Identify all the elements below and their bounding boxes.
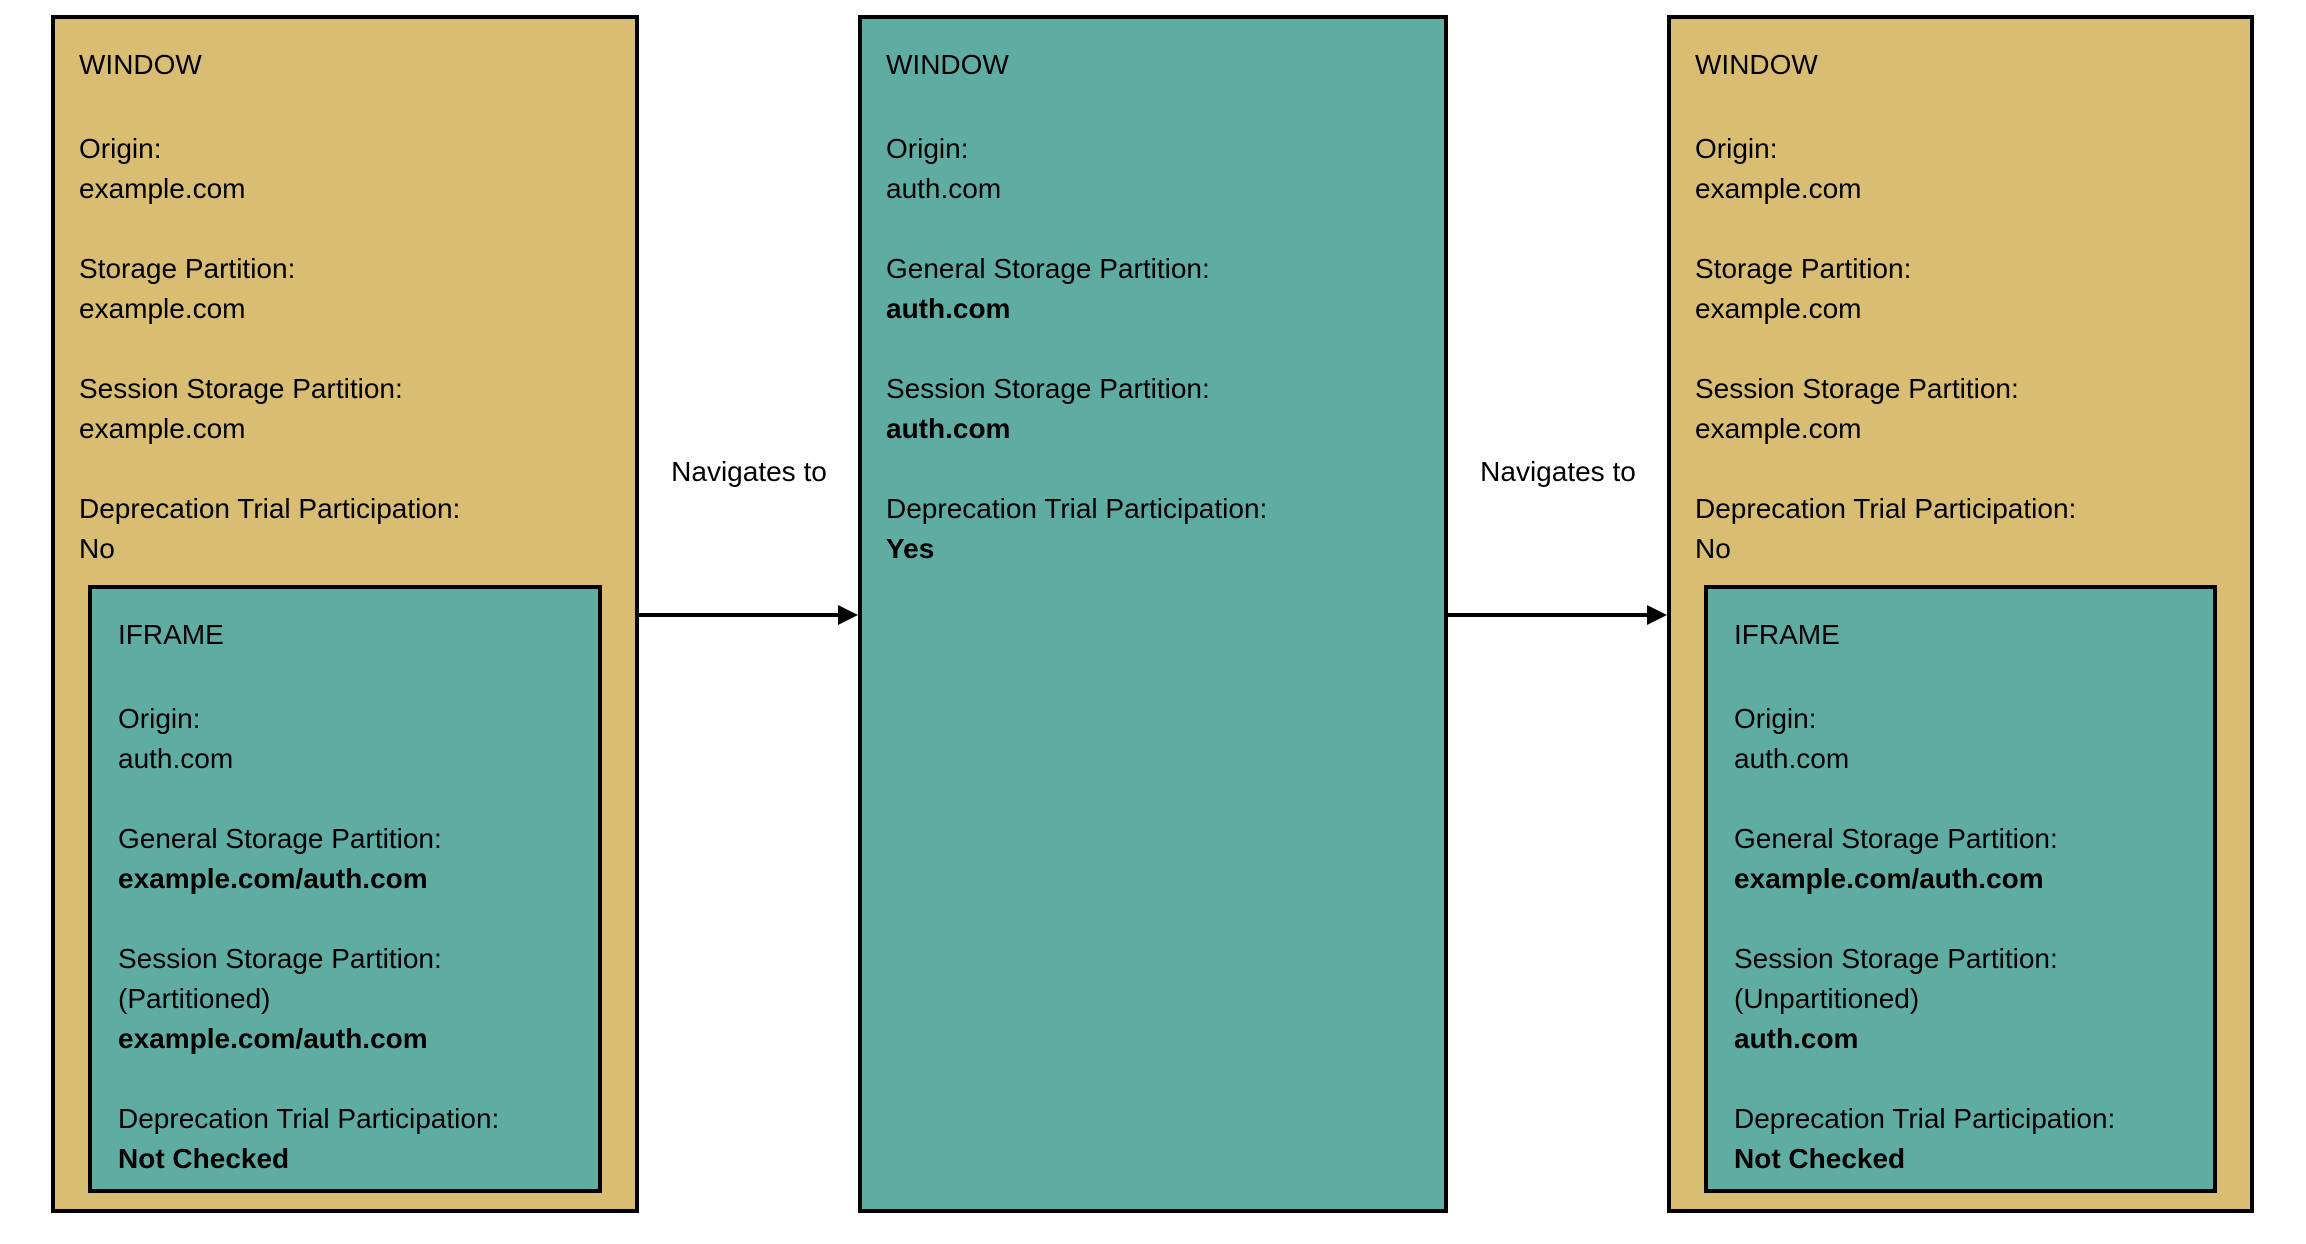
origin-field: Origin: example.com — [1695, 129, 2226, 209]
field-value: example.com — [1695, 293, 1862, 324]
field-value: example.com/auth.com — [118, 863, 428, 894]
origin-field: Origin: auth.com — [118, 699, 572, 779]
general-storage-partition-field: General Storage Partition: example.com/a… — [1734, 819, 2187, 899]
field-value: Yes — [886, 533, 935, 564]
field-label: Deprecation Trial Participation: — [886, 493, 1268, 524]
field-label: Origin: — [1695, 133, 1778, 164]
session-storage-partition-field: Session Storage Partition: (Unpartitione… — [1734, 939, 2187, 1059]
field-value: auth.com — [886, 293, 1011, 324]
field-value: auth.com — [886, 413, 1011, 444]
field-label: Deprecation Trial Participation: — [1695, 493, 2077, 524]
field-label: Origin: — [886, 133, 969, 164]
window-title: WINDOW — [886, 49, 1009, 80]
window-box-right: WINDOW Origin: example.com Storage Parti… — [1667, 15, 2254, 1213]
field-label: Deprecation Trial Participation: — [79, 493, 461, 524]
field-value: example.com/auth.com — [118, 1023, 428, 1054]
deprecation-trial-field: Deprecation Trial Participation: Not Che… — [118, 1099, 572, 1179]
field-label: Session Storage Partition: — [118, 943, 442, 974]
session-storage-partition-field: Session Storage Partition: example.com — [1695, 369, 2226, 449]
arrow-head-icon — [838, 605, 858, 625]
field-label: General Storage Partition: — [1734, 823, 2058, 854]
iframe-box-right: IFRAME Origin: auth.com General Storage … — [1704, 585, 2217, 1193]
iframe-title: IFRAME — [1734, 619, 1840, 650]
general-storage-partition-field: General Storage Partition: auth.com — [886, 249, 1420, 329]
field-label: Origin: — [79, 133, 162, 164]
field-label: Deprecation Trial Participation: — [118, 1103, 500, 1134]
field-label: General Storage Partition: — [118, 823, 442, 854]
field-value: auth.com — [1734, 743, 1850, 774]
field-label: Deprecation Trial Participation: — [1734, 1103, 2116, 1134]
field-label: General Storage Partition: — [886, 253, 1210, 284]
navigates-to-label: Navigates to — [1480, 456, 1636, 487]
field-value: example.com — [79, 293, 246, 324]
storage-partition-field: Storage Partition: example.com — [1695, 249, 2226, 329]
field-label: Session Storage Partition: — [79, 373, 403, 404]
origin-field: Origin: auth.com — [1734, 699, 2187, 779]
field-value: auth.com — [118, 743, 234, 774]
field-label: Storage Partition: — [1695, 253, 1912, 284]
iframe-title: IFRAME — [118, 619, 224, 650]
field-label: Session Storage Partition: — [1695, 373, 2019, 404]
field-value: example.com — [1695, 413, 1862, 444]
storage-partition-field: Storage Partition: example.com — [79, 249, 611, 329]
window-title: WINDOW — [79, 49, 202, 80]
session-storage-partition-field: Session Storage Partition: (Partitioned)… — [118, 939, 572, 1059]
window-box-middle: WINDOW Origin: auth.com General Storage … — [858, 15, 1448, 1213]
iframe-box-left: IFRAME Origin: auth.com General Storage … — [88, 585, 602, 1193]
field-note: (Partitioned) — [118, 983, 271, 1014]
deprecation-trial-field: Deprecation Trial Participation: No — [79, 489, 611, 569]
field-value: Not Checked — [118, 1143, 290, 1174]
field-value: example.com — [1695, 173, 1862, 204]
deprecation-trial-field: Deprecation Trial Participation: Yes — [886, 489, 1420, 569]
session-storage-partition-field: Session Storage Partition: auth.com — [886, 369, 1420, 449]
session-storage-partition-field: Session Storage Partition: example.com — [79, 369, 611, 449]
field-value: No — [79, 533, 115, 564]
arrow-line — [639, 613, 839, 617]
origin-field: Origin: auth.com — [886, 129, 1420, 209]
window-title: WINDOW — [1695, 49, 1818, 80]
field-label: Origin: — [118, 703, 201, 734]
deprecation-trial-field: Deprecation Trial Participation: Not Che… — [1734, 1099, 2187, 1179]
deprecation-trial-field: Deprecation Trial Participation: No — [1695, 489, 2226, 569]
field-value: auth.com — [1734, 1023, 1859, 1054]
field-note: (Unpartitioned) — [1734, 983, 1920, 1014]
field-value: example.com — [79, 413, 246, 444]
field-value: auth.com — [886, 173, 1002, 204]
field-label: Session Storage Partition: — [1734, 943, 2058, 974]
field-value: example.com/auth.com — [1734, 863, 2044, 894]
general-storage-partition-field: General Storage Partition: example.com/a… — [118, 819, 572, 899]
field-value: example.com — [79, 173, 246, 204]
navigates-to-label: Navigates to — [671, 456, 827, 487]
field-label: Origin: — [1734, 703, 1817, 734]
field-value: No — [1695, 533, 1731, 564]
arrow-head-icon — [1647, 605, 1667, 625]
window-box-left: WINDOW Origin: example.com Storage Parti… — [51, 15, 639, 1213]
field-label: Storage Partition: — [79, 253, 296, 284]
arrow-line — [1448, 613, 1648, 617]
field-label: Session Storage Partition: — [886, 373, 1210, 404]
field-value: Not Checked — [1734, 1143, 1906, 1174]
origin-field: Origin: example.com — [79, 129, 611, 209]
